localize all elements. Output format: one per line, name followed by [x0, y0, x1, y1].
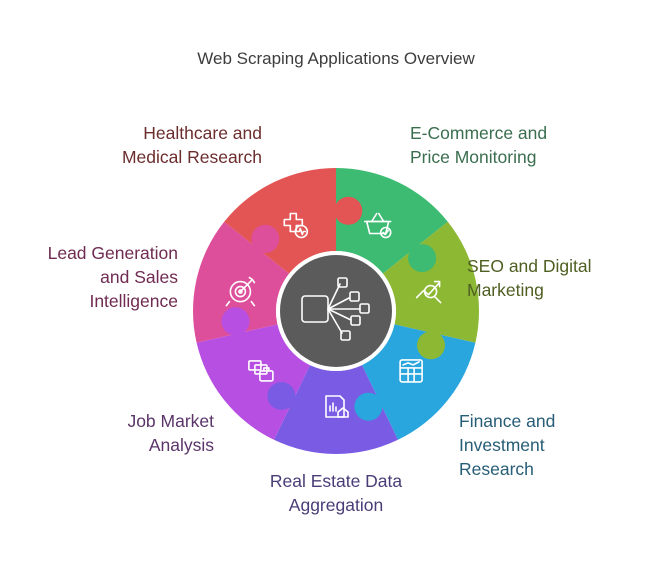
segment-healthcare [224, 168, 336, 274]
segment-job-market [196, 324, 310, 440]
label-healthcare: Healthcare and Medical Research [121, 123, 262, 167]
job-portfolio-icon [248, 360, 274, 382]
financial-spreadsheet-icon [399, 359, 423, 383]
label-ecommerce: E-Commerce and Price Monitoring [410, 123, 548, 167]
label-seo: SEO and Digital Marketing [467, 256, 592, 300]
medical-cross-pulse-icon [283, 212, 309, 239]
puzzle-tab [408, 244, 437, 273]
label-lead-generation: Lead Generation and Sales Intelligence [47, 243, 178, 311]
property-document-icon [325, 395, 349, 418]
shopping-basket-check-icon [363, 212, 392, 239]
diagram-title: Web Scraping Applications Overview [197, 49, 475, 68]
segment-seo [382, 221, 479, 343]
segment-ecommerce [336, 168, 448, 274]
label-finance: Finance and Investment Research [459, 411, 556, 479]
puzzle-tab [221, 307, 250, 336]
puzzle-tab [417, 331, 445, 360]
growth-chart-magnifier-icon [415, 280, 442, 304]
label-job-market: Job Market Analysis [127, 411, 214, 455]
data-network-icon [301, 277, 370, 341]
puzzle-tab [354, 392, 383, 421]
puzzle-tab [251, 224, 280, 253]
puzzle-tab [334, 196, 363, 225]
puzzle-tab [267, 382, 296, 410]
target-lead-icon [225, 276, 256, 307]
label-real-estate: Real Estate Data Aggregation [269, 471, 403, 515]
hub-circle [280, 255, 392, 367]
